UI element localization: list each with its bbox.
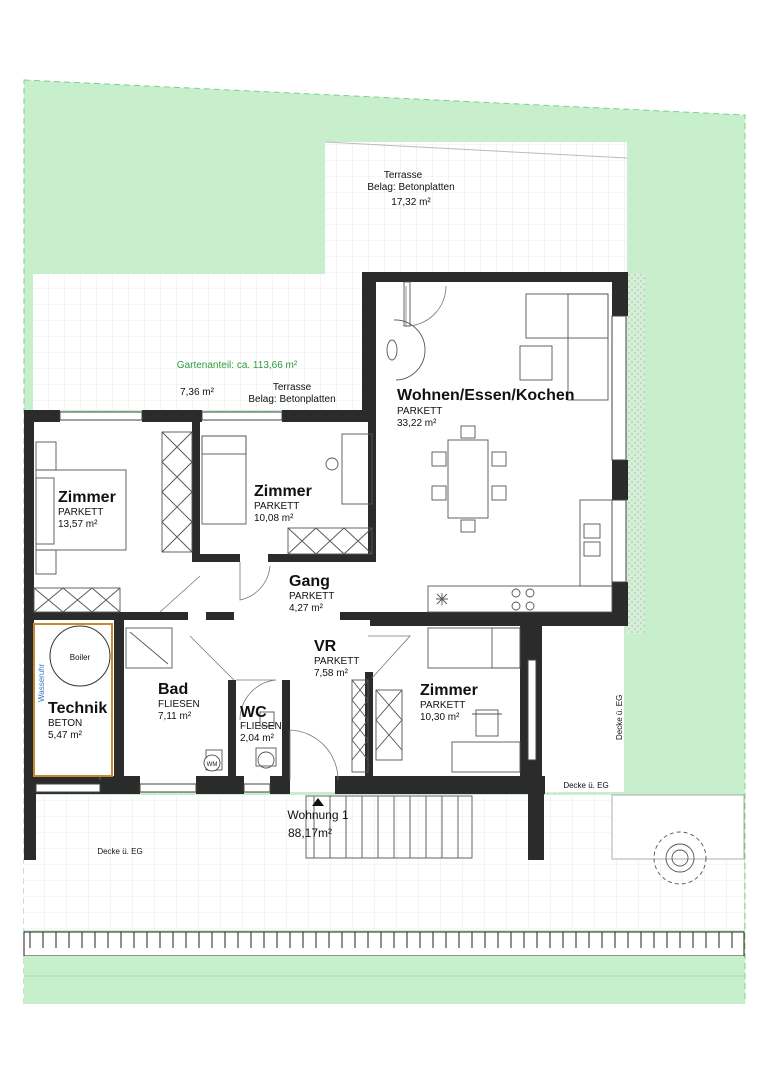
wm-label: WM bbox=[207, 762, 218, 768]
apartment-name: Wohnung 1 bbox=[287, 808, 348, 822]
room-technik-name: Technik bbox=[48, 700, 107, 717]
room-wohnen-floor: PARKETT bbox=[397, 406, 442, 417]
room-wc-floor: FLIESEN bbox=[240, 721, 282, 732]
terrace-top-paving bbox=[324, 141, 628, 274]
room-zimmer2-area: 10,08 m² bbox=[254, 513, 294, 524]
room-zimmer3-floor: PARKETT bbox=[420, 700, 465, 711]
room-zimmer1-name: Zimmer bbox=[58, 489, 116, 506]
room-vr-name: VR bbox=[314, 638, 337, 655]
room-gang-area: 4,27 m² bbox=[289, 603, 324, 614]
wasseruhr-label: Wasseruhr bbox=[37, 663, 46, 702]
room-zimmer2-floor: PARKETT bbox=[254, 501, 299, 512]
decke-label-vertical: Decke ü. EG bbox=[615, 695, 624, 740]
room-gang-name: Gang bbox=[289, 573, 330, 590]
terrace-left-material: Belag: Betonplatten bbox=[248, 394, 335, 405]
walls bbox=[24, 272, 628, 860]
terrace-left-title: Terrasse bbox=[273, 382, 312, 393]
lower-paving bbox=[24, 794, 745, 930]
room-zimmer3-area: 10,30 m² bbox=[420, 712, 460, 723]
room-wc-name: WC bbox=[240, 704, 267, 721]
decke-label-bottom-left: Decke ü. EG bbox=[97, 847, 142, 856]
room-vr-floor: PARKETT bbox=[314, 656, 359, 667]
terrace-top-title: Terrasse bbox=[384, 170, 423, 181]
entrance-arrow-icon bbox=[312, 798, 324, 806]
room-zimmer1-floor: PARKETT bbox=[58, 507, 103, 518]
room-gang-floor: PARKETT bbox=[289, 591, 334, 602]
room-technik-area: 5,47 m² bbox=[48, 730, 83, 741]
room-wc-area: 2,04 m² bbox=[240, 733, 275, 744]
terrace-left-area: 7,36 m² bbox=[180, 387, 215, 398]
decke-label-bottom-right: Decke ü. EG bbox=[563, 781, 608, 790]
terrace-top-material: Belag: Betonplatten bbox=[367, 182, 454, 193]
room-bad-name: Bad bbox=[158, 681, 188, 698]
room-zimmer1-area: 13,57 m² bbox=[58, 519, 98, 530]
gravel-strip-right bbox=[627, 274, 645, 634]
room-technik-floor: BETON bbox=[48, 718, 82, 729]
room-bad-floor: FLIESEN bbox=[158, 699, 200, 710]
room-wohnen-name: Wohnen/Essen/Kochen bbox=[397, 387, 575, 404]
furniture bbox=[33, 281, 707, 885]
room-zimmer2-name: Zimmer bbox=[254, 483, 312, 500]
terrace-top-area: 17,32 m² bbox=[391, 197, 431, 208]
windows bbox=[35, 315, 627, 793]
terrace-left-paving bbox=[33, 274, 375, 410]
room-bad-area: 7,11 m² bbox=[158, 711, 192, 722]
wm-machine bbox=[203, 754, 221, 772]
room-zimmer3-name: Zimmer bbox=[420, 682, 478, 699]
ruler-strip bbox=[23, 931, 745, 1004]
room-vr-area: 7,58 m² bbox=[314, 668, 349, 679]
boiler-label: Boiler bbox=[70, 653, 91, 662]
garden-label: Gartenanteil: ca. 113,66 m² bbox=[177, 360, 298, 371]
apartment-area: 88,17m² bbox=[288, 826, 332, 840]
room-wohnen-area: 33,22 m² bbox=[397, 418, 437, 429]
technik-room bbox=[33, 623, 113, 777]
